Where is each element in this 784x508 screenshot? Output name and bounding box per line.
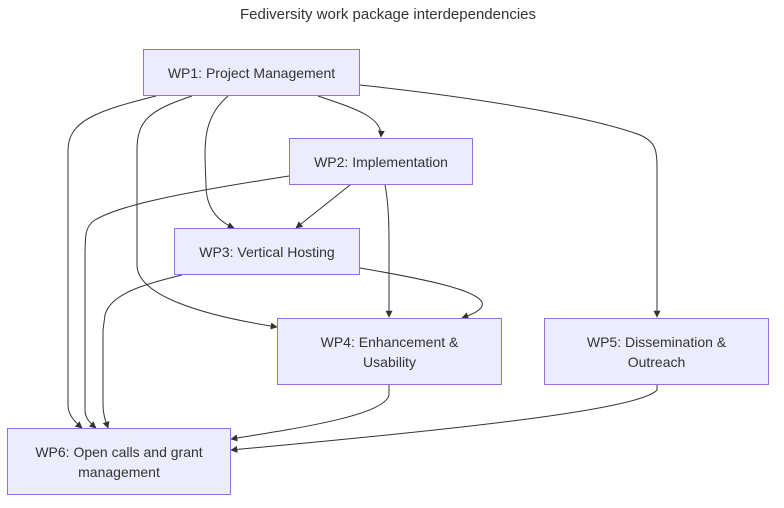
edge-wp1-wp4 (136, 95, 278, 330)
node-wp2[interactable]: WP2: Implementation (289, 138, 473, 185)
edge-wp1-wp2 (317, 95, 385, 138)
edge-wp2-wp3 (295, 184, 351, 229)
node-wp5[interactable]: WP5: Dissemination & Outreach (544, 318, 769, 385)
node-wp2-label: WP2: Implementation (314, 153, 448, 170)
edge-wp2-wp4 (384, 184, 393, 318)
edge-wp5-wp6 (230, 385, 658, 453)
edge-wp1-wp6 (67, 95, 157, 429)
node-wp5-label: WP5: Dissemination & Outreach (586, 333, 727, 370)
edge-wp1-wp3 (204, 95, 235, 229)
edge-wp3-wp4 (359, 267, 483, 320)
node-wp6[interactable]: WP6: Open calls and grant management (7, 428, 231, 495)
node-wp4[interactable]: WP4: Enhancement & Usability (277, 318, 502, 385)
edge-wp1-wp5 (359, 84, 661, 318)
node-wp1-label: WP1: Project Management (167, 64, 336, 81)
node-wp3[interactable]: WP3: Vertical Hosting (174, 228, 360, 275)
node-wp1[interactable]: WP1: Project Management (143, 49, 360, 96)
edge-wp3-wp6 (102, 274, 183, 429)
node-wp3-label: WP3: Vertical Hosting (199, 243, 335, 260)
node-wp4-label: WP4: Enhancement & Usability (320, 333, 459, 370)
diagram-title: Fediversity work package interdependenci… (240, 6, 536, 23)
node-wp6-label: WP6: Open calls and grant management (35, 443, 203, 480)
edge-wp2-wp6 (84, 175, 290, 429)
edge-wp4-wp6 (230, 385, 390, 442)
